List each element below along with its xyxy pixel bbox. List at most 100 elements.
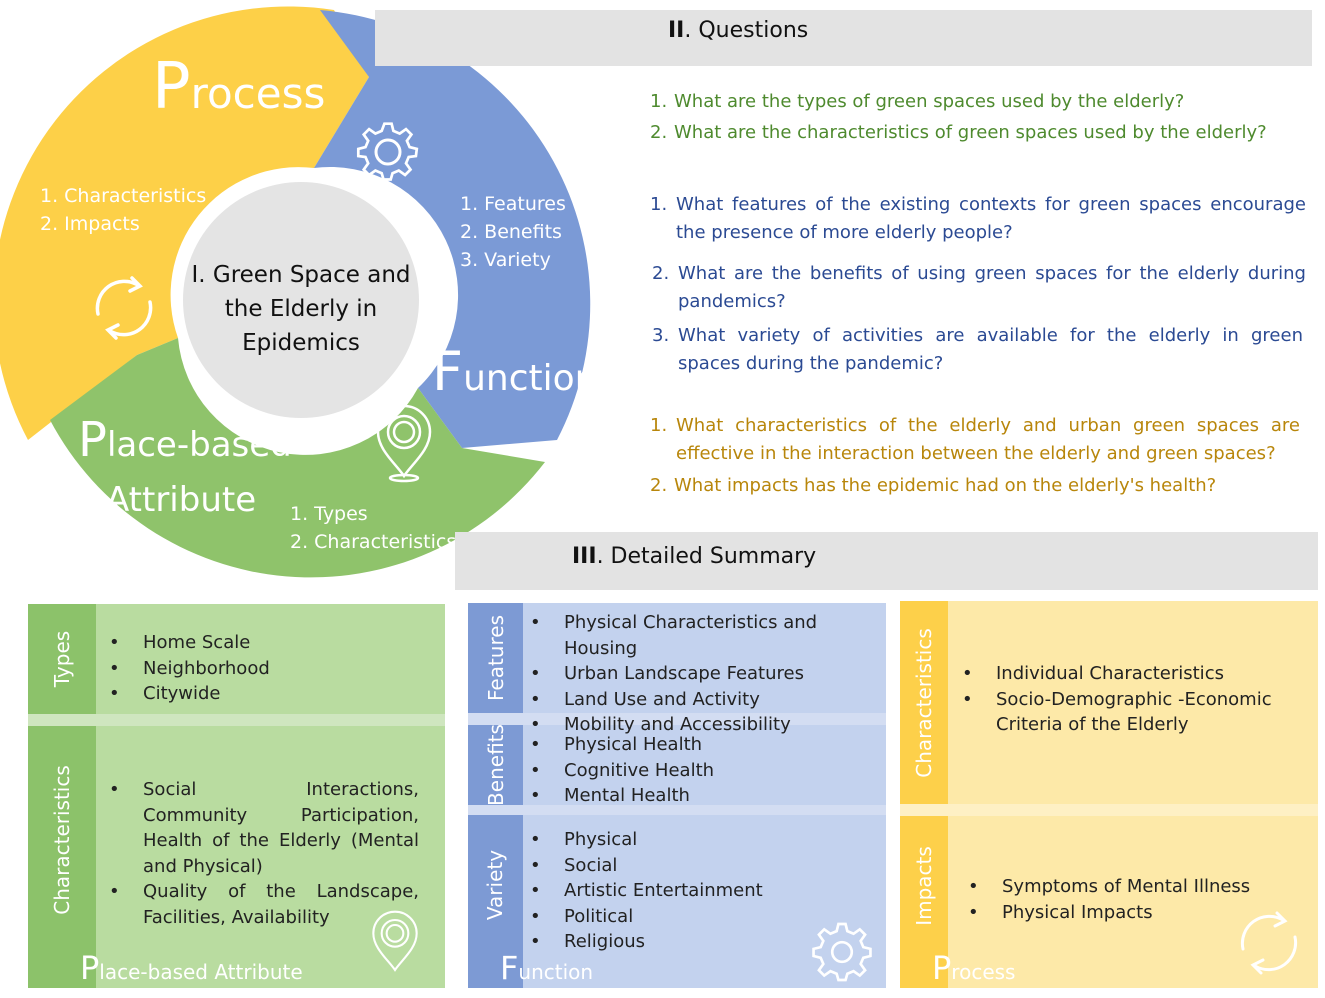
list-item: Citywide xyxy=(109,681,429,707)
function-benefits-tab: Benefits xyxy=(468,724,523,806)
place-footer-strip xyxy=(28,954,96,988)
question-item: 2. What are the characteristics of green… xyxy=(650,119,1300,147)
function-item: 3. Variety xyxy=(460,249,551,271)
location-pin-icon xyxy=(372,910,418,972)
place-footer-label: Place-based Attribute xyxy=(80,948,303,994)
list-item: Socio-Demographic -Economic Criteria of … xyxy=(962,687,1302,738)
process-impacts-tab: Impacts xyxy=(900,816,948,956)
place-label-rest: lace-based xyxy=(106,425,292,465)
question-text: What variety of activities are available… xyxy=(678,325,1303,374)
place-item: 2. Characteristics xyxy=(290,531,457,553)
question-item: 2. What are the benefits of using green … xyxy=(652,260,1306,316)
process-footer-label: Process xyxy=(932,948,1015,994)
place-segment xyxy=(50,338,545,578)
list-item: Artistic Entertainment xyxy=(530,878,880,904)
process-item: 1. Characteristics xyxy=(40,185,207,207)
refresh-cycle-icon xyxy=(1240,911,1298,975)
list-item: Urban Landscape Features xyxy=(530,661,880,687)
place-item-list: 1. Types 2. Characteristics xyxy=(290,500,456,556)
function-divider xyxy=(468,805,886,815)
list-item: Individual Characteristics xyxy=(962,661,1302,687)
refresh-cycle-icon xyxy=(95,276,153,340)
function-footer-label: Function xyxy=(500,948,593,994)
question-item: 2. What impacts has the epidemic had on … xyxy=(650,472,1300,500)
question-item: 3. What variety of activities are availa… xyxy=(652,322,1303,378)
place-types-tab: Types xyxy=(28,604,96,714)
list-item: Home Scale xyxy=(109,630,429,656)
process-divider xyxy=(900,804,1318,816)
place-footer-initial: P xyxy=(80,949,100,987)
process-footer-rest: rocess xyxy=(951,960,1016,984)
function-item-list: 1. Features 2. Benefits 3. Variety xyxy=(460,190,566,274)
question-number: 1. xyxy=(650,194,668,215)
list-item: Political xyxy=(530,904,880,930)
center-title-line3: Epidemics xyxy=(242,330,360,356)
center-circle xyxy=(175,174,427,426)
list-item: Neighborhood xyxy=(109,656,429,682)
list-item: Mental Health xyxy=(530,783,880,809)
summary-header-bar xyxy=(455,532,1318,590)
place-characteristics-label: Characteristics xyxy=(50,765,74,915)
gear-icon xyxy=(812,922,872,982)
question-number: 2. xyxy=(652,263,670,284)
summary-title: III. Detailed Summary xyxy=(572,542,816,572)
questions-title-num: II xyxy=(668,18,685,43)
process-footer-strip xyxy=(900,956,948,988)
place-label: Place-based xyxy=(78,412,292,479)
function-variety-list: Physical Social Artistic Entertainment P… xyxy=(530,827,880,955)
function-label: Function xyxy=(432,342,597,415)
question-text: What impacts has the epidemic had on the… xyxy=(674,475,1217,496)
list-item: Quality of the Landscape, Facilities, Av… xyxy=(109,879,419,930)
list-item: Land Use and Activity xyxy=(530,687,880,713)
function-footer-strip xyxy=(468,955,523,988)
function-segment xyxy=(314,10,591,448)
gear-icon xyxy=(356,122,419,181)
function-label-initial: F xyxy=(432,340,464,403)
question-text: What are the characteristics of green sp… xyxy=(674,122,1267,143)
location-pin-icon xyxy=(376,404,432,483)
center-title: I. Green Space and the Elderly in Epidem… xyxy=(190,258,412,360)
question-number: 2. xyxy=(650,122,668,143)
process-segment xyxy=(0,6,369,440)
process-characteristics-label: Characteristics xyxy=(912,627,936,778)
place-characteristics-tab: Characteristics xyxy=(28,726,96,954)
process-footer-initial: P xyxy=(932,949,952,987)
function-footer-initial: F xyxy=(500,949,519,987)
questions-title-text: . Questions xyxy=(684,18,809,43)
process-label-initial: P xyxy=(152,50,191,124)
function-features-tab: Features xyxy=(468,603,523,713)
function-variety-tab: Variety xyxy=(468,815,523,955)
question-item: 1. What features of the existing context… xyxy=(650,191,1306,247)
place-divider xyxy=(28,714,445,726)
center-title-line1: I. Green Space and xyxy=(191,262,411,288)
list-item: Social Interactions, Community Participa… xyxy=(109,777,419,879)
question-text: What are the benefits of using green spa… xyxy=(678,263,1306,312)
process-impacts-list: Symptoms of Mental Illness Physical Impa… xyxy=(968,874,1308,925)
questions-title: II. Questions xyxy=(668,16,808,46)
place-item: 1. Types xyxy=(290,503,368,525)
question-number: 2. xyxy=(650,475,668,496)
place-footer-rest: lace-based Attribute xyxy=(99,960,303,984)
function-features-label: Features xyxy=(483,615,508,701)
cycle-diagram xyxy=(0,6,591,578)
function-variety-label: Variety xyxy=(483,849,508,921)
list-item: Religious xyxy=(530,929,880,955)
list-item: Physical Health xyxy=(530,732,880,758)
place-types-label: Types xyxy=(49,630,74,688)
question-number: 3. xyxy=(652,325,670,346)
list-item: Symptoms of Mental Illness xyxy=(968,874,1308,900)
process-item: 2. Impacts xyxy=(40,213,140,235)
summary-title-num: III xyxy=(572,544,597,569)
list-item: Physical xyxy=(530,827,880,853)
center-title-line2: the Elderly in xyxy=(224,296,378,322)
process-characteristics-list: Individual Characteristics Socio-Demogra… xyxy=(962,661,1302,738)
place-characteristics-list: Social Interactions, Community Participa… xyxy=(109,777,419,930)
list-item: Cognitive Health xyxy=(530,758,880,784)
list-item: Physical Characteristics and Housing xyxy=(530,610,880,661)
list-item: Mobility and Accessibility xyxy=(530,712,880,738)
list-item: Physical Impacts xyxy=(968,900,1308,926)
question-item: 1. What characteristics of the elderly a… xyxy=(650,412,1300,468)
function-benefits-list: Physical Health Cognitive Health Mental … xyxy=(530,732,880,809)
question-text: What characteristics of the elderly and … xyxy=(676,415,1300,464)
list-item: Social xyxy=(530,853,880,879)
